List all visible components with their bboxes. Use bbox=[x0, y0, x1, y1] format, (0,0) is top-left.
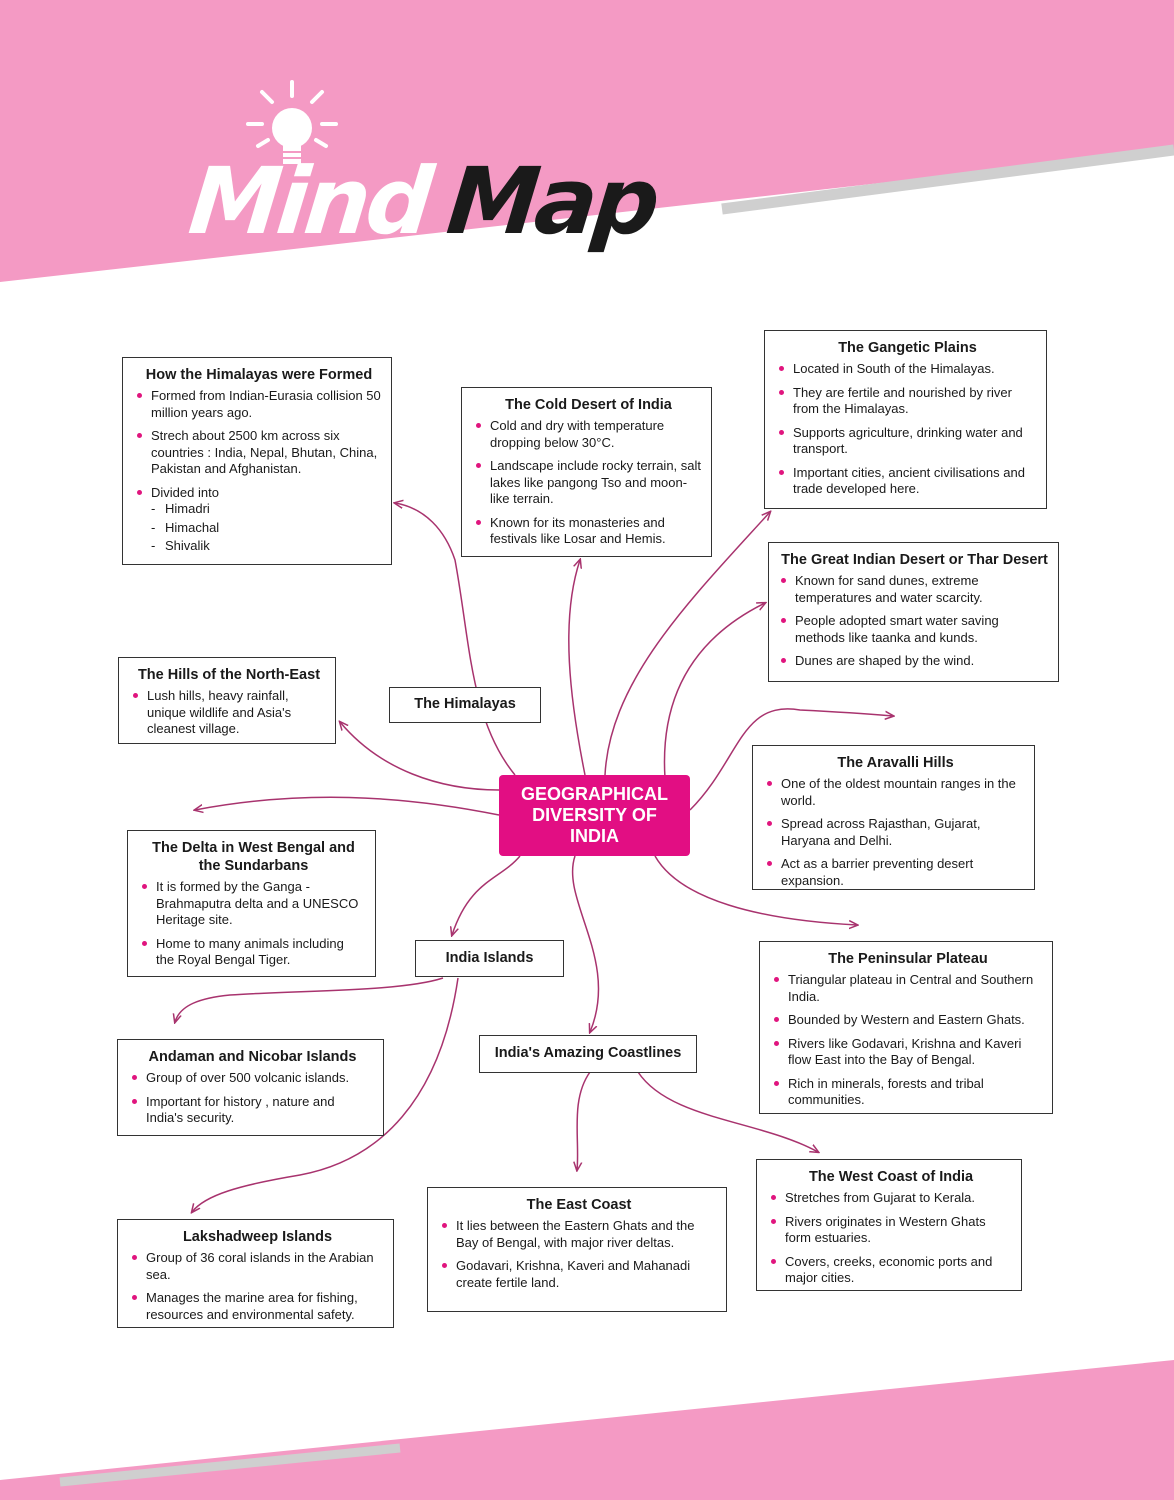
label-himalayas: The Himalayas bbox=[389, 687, 541, 723]
bullet-point: They are fertile and nourished by river … bbox=[779, 385, 1036, 418]
bullet-text: Divided into bbox=[151, 484, 219, 500]
bullet-point: Known for its monasteries and festivals … bbox=[476, 515, 701, 548]
connector-islands bbox=[452, 855, 521, 935]
bullet-point: Rivers like Godavari, Krishna and Kaveri… bbox=[774, 1036, 1042, 1069]
connector-east-coast bbox=[577, 1071, 591, 1170]
box-title: The Delta in West Bengal and the Sundarb… bbox=[152, 840, 355, 874]
connector-lakshadweep bbox=[192, 977, 459, 1212]
box-title: The West Coast of India bbox=[808, 1169, 974, 1185]
connector-coastlines bbox=[571, 855, 600, 1032]
connector-gangetic bbox=[604, 512, 770, 776]
central-node-line3: INDIA bbox=[570, 826, 619, 846]
bullet-point: Important for history , nature and India… bbox=[132, 1094, 373, 1127]
bottom-pink-band bbox=[0, 1360, 1174, 1500]
bullet-point: Covers, creeks, economic ports and major… bbox=[771, 1254, 1011, 1287]
bullet-point: Landscape include rocky terrain, salt la… bbox=[476, 458, 701, 508]
box-gangetic-plains: The Gangetic Plains Located in South of … bbox=[764, 330, 1047, 509]
box-northeast-hills: The Hills of the North-East Lush hills, … bbox=[118, 657, 336, 744]
box-west-coast: The West Coast of India Stretches from G… bbox=[756, 1159, 1022, 1291]
bullet-point: People adopted smart water saving method… bbox=[781, 613, 1048, 646]
bullet-point: One of the oldest mountain ranges in the… bbox=[767, 776, 1024, 809]
box-title: The Great Indian Desert or Thar Desert bbox=[781, 552, 1048, 568]
bullet-point: Godavari, Krishna, Kaveri and Mahanadi c… bbox=[442, 1258, 716, 1291]
bullet-point: Stretches from Gujarat to Kerala. bbox=[771, 1190, 1011, 1207]
bullet-point: Known for sand dunes, extreme temperatur… bbox=[781, 573, 1048, 606]
title-map: Map bbox=[442, 148, 662, 255]
box-title: The Cold Desert of India bbox=[505, 397, 672, 413]
title-mind: Mind bbox=[184, 148, 435, 255]
box-east-coast: The East Coast It lies between the Easte… bbox=[427, 1187, 727, 1312]
box-title: The Hills of the North-East bbox=[137, 667, 321, 683]
bullet-point: It lies between the Eastern Ghats and th… bbox=[442, 1218, 716, 1251]
box-delta-sundarbans: The Delta in West Bengal and the Sundarb… bbox=[127, 830, 376, 977]
sub-item: Shivalik bbox=[151, 538, 381, 555]
bullet-point: Important cities, ancient civilisations … bbox=[779, 465, 1036, 498]
connector-aravalli bbox=[689, 708, 893, 811]
bullet-point: Lush hills, heavy rainfall, unique wildl… bbox=[133, 688, 325, 738]
box-title: How the Himalayas were Formed bbox=[145, 367, 373, 383]
connector-west-coast bbox=[637, 1071, 818, 1152]
bullet-point: It is formed by the Ganga - Brahmaputra … bbox=[142, 879, 365, 929]
bullet-point: Supports agriculture, drinking water and… bbox=[779, 425, 1036, 458]
bullet-point: Divided into Himadri Himachal Shivalik bbox=[137, 485, 381, 555]
box-title: Lakshadweep Islands bbox=[182, 1229, 333, 1245]
bullet-point: Located in South of the Himalayas. bbox=[779, 361, 1036, 378]
label-india-islands: India Islands bbox=[415, 940, 564, 977]
bullet-point: Cold and dry with temperature dropping b… bbox=[476, 418, 701, 451]
connector-andaman bbox=[175, 977, 444, 1022]
connector-peninsular bbox=[654, 855, 857, 925]
connector-cold-desert bbox=[568, 560, 586, 776]
box-thar-desert: The Great Indian Desert or Thar Desert K… bbox=[768, 542, 1059, 682]
connector-thar bbox=[663, 603, 765, 779]
central-node-line1: GEOGRAPHICAL bbox=[520, 784, 668, 804]
bullet-point: Strech about 2500 km across six countrie… bbox=[137, 428, 381, 478]
bullet-point: Act as a barrier preventing desert expan… bbox=[767, 856, 1024, 889]
bullet-point: Formed from Indian-Eurasia collision 50 … bbox=[137, 388, 381, 421]
box-title: The Peninsular Plateau bbox=[828, 951, 988, 967]
top-grey-stripe bbox=[721, 144, 1174, 215]
central-node: GEOGRAPHICAL DIVERSITY OF INDIA bbox=[499, 775, 690, 856]
box-title: Andaman and Nicobar Islands bbox=[148, 1049, 357, 1065]
box-lakshadweep: Lakshadweep Islands Group of 36 coral is… bbox=[117, 1219, 394, 1328]
box-cold-desert: The Cold Desert of India Cold and dry wi… bbox=[461, 387, 712, 557]
bullet-point: Triangular plateau in Central and Southe… bbox=[774, 972, 1042, 1005]
box-title: The East Coast bbox=[526, 1197, 632, 1213]
lightbulb-icon bbox=[246, 80, 338, 164]
bullet-point: Bounded by Western and Eastern Ghats. bbox=[774, 1012, 1042, 1029]
box-andaman-nicobar: Andaman and Nicobar Islands Group of ove… bbox=[117, 1039, 384, 1136]
connector-himalayas-formed bbox=[395, 503, 516, 776]
label-coastlines: India's Amazing Coastlines bbox=[479, 1035, 697, 1073]
bullet-point: Dunes are shaped by the wind. bbox=[781, 653, 1048, 670]
box-peninsular-plateau: The Peninsular Plateau Triangular platea… bbox=[759, 941, 1053, 1114]
box-aravalli-hills: The Aravalli Hills One of the oldest mou… bbox=[752, 745, 1035, 890]
sub-item: Himadri bbox=[151, 501, 381, 518]
box-title: The Aravalli Hills bbox=[837, 755, 954, 771]
bullet-point: Group of over 500 volcanic islands. bbox=[132, 1070, 373, 1087]
bullet-point: Home to many animals including the Royal… bbox=[142, 936, 365, 969]
bottom-grey-stripe bbox=[59, 1443, 401, 1487]
bullet-point: Spread across Rajasthan, Gujarat, Haryan… bbox=[767, 816, 1024, 849]
bullet-point: Rich in minerals, forests and tribal com… bbox=[774, 1076, 1042, 1109]
connector-northeast bbox=[340, 722, 500, 791]
top-pink-band bbox=[0, 0, 1174, 282]
box-title: The Gangetic Plains bbox=[838, 340, 977, 356]
sub-item: Himachal bbox=[151, 520, 381, 537]
box-himalayas-formed: How the Himalayas were Formed Formed fro… bbox=[122, 357, 392, 565]
bullet-point: Manages the marine area for fishing, res… bbox=[132, 1290, 383, 1323]
central-node-line2: DIVERSITY OF bbox=[532, 805, 657, 825]
bullet-point: Group of 36 coral islands in the Arabian… bbox=[132, 1250, 383, 1283]
bullet-point: Rivers originates in Western Ghats form … bbox=[771, 1214, 1011, 1247]
connector-delta bbox=[195, 796, 500, 816]
